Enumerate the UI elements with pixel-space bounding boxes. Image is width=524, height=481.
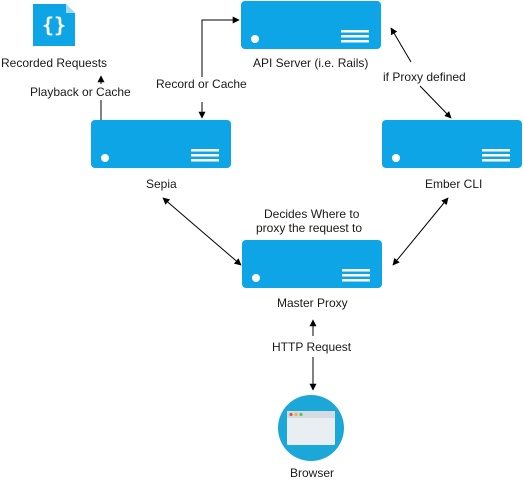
server-icon [242, 240, 382, 288]
node-label-recorded-requests: Recorded Requests [1, 56, 108, 71]
edge-label-decides-line2: proxy the request to [256, 221, 363, 236]
edge-sepia-to-master-proxy [162, 197, 242, 266]
edge-sepia-to-api-server [202, 20, 239, 118]
server-icon [241, 1, 381, 49]
edge-label-if-proxy-defined: if Proxy defined [383, 70, 466, 85]
node-label-sepia: Sepia [146, 177, 177, 192]
node-label-api-server: API Server (i.e. Rails) [253, 56, 369, 71]
browser-window-icon [278, 395, 344, 461]
edge-label-record-or-cache: Record or Cache [156, 77, 247, 92]
node-label-browser: Browser [290, 466, 335, 481]
server-icon [382, 120, 522, 168]
edge-label-http-request: HTTP Request [272, 340, 352, 355]
node-label-ember-cli: Ember CLI [425, 177, 483, 192]
connectors [101, 20, 451, 390]
edge-label-decides-line1: Decides Where to [264, 207, 360, 222]
node-label-master-proxy: Master Proxy [277, 296, 348, 311]
edge-label-playback-or-cache: Playback or Cache [30, 85, 131, 100]
server-icon [91, 120, 231, 168]
json-file-icon: {} [33, 4, 75, 46]
edge-api-server-to-ember-cli [391, 28, 451, 118]
svg-text:{}: {} [42, 13, 66, 37]
edge-ember-cli-to-master-proxy [392, 197, 449, 266]
